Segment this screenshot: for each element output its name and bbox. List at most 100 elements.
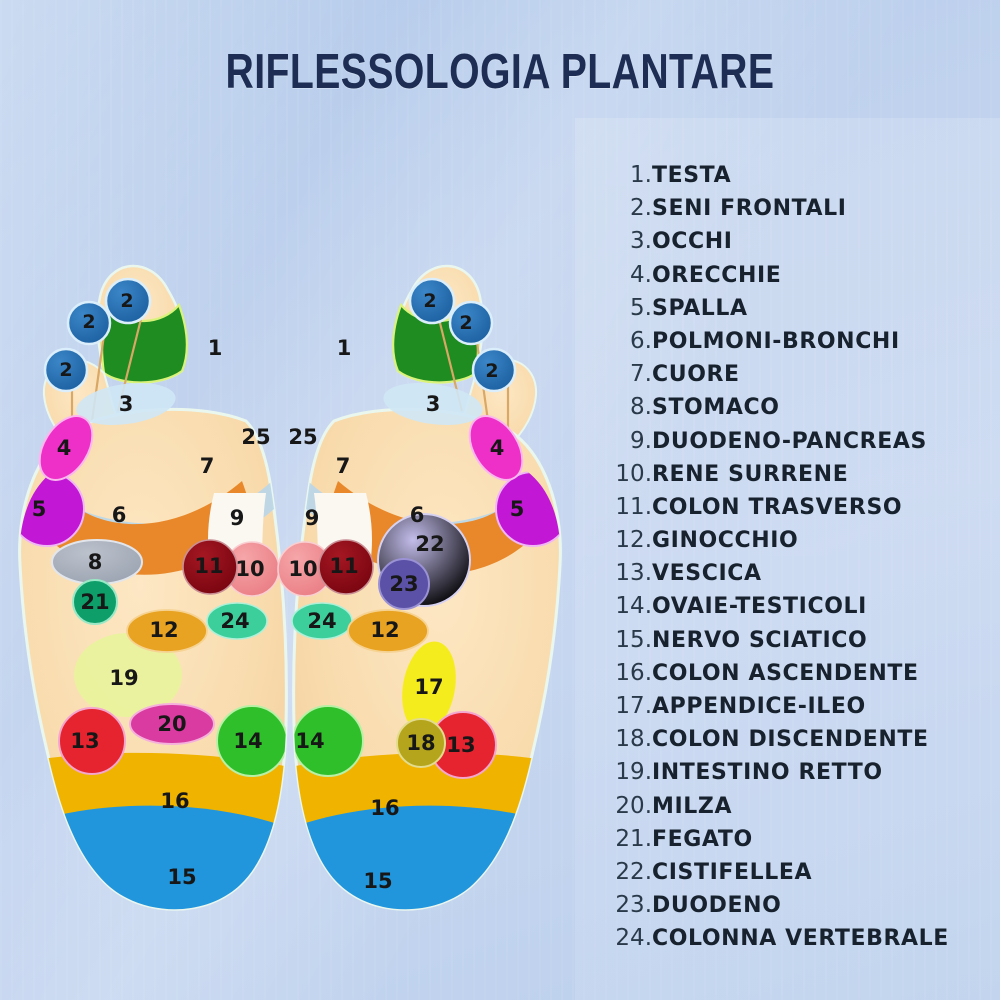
legend-item-number: 2. <box>630 195 652 222</box>
legend-item-label: OVAIE-TESTICOLI <box>652 594 867 620</box>
legend-item[interactable]: 11.COLON TRASVERSO <box>600 494 995 527</box>
legend-item-label: APPENDICE-ILEO <box>652 694 866 719</box>
foot-diagram-svg <box>18 264 562 911</box>
legend-item-number: 24. <box>615 925 652 952</box>
legend-item-label: DUODENO <box>652 893 782 919</box>
legend-item[interactable]: 5.SPALLA <box>600 295 995 328</box>
legend-item-number: 9. <box>630 427 652 454</box>
right-eye-zone <box>383 383 483 425</box>
legend-item[interactable]: 13.VESCICA <box>600 560 995 593</box>
legend-item[interactable]: 20.MILZA <box>600 793 995 826</box>
legend-item-number: 20. <box>615 792 652 819</box>
legend-item-number: 15. <box>615 626 652 653</box>
legend-item-label: OCCHI <box>652 229 733 255</box>
legend-item-label: INTESTINO RETTO <box>652 760 883 786</box>
right-spine-zone <box>291 602 353 640</box>
legend-item-number: 21. <box>615 825 652 852</box>
right-ovary-zone <box>293 705 364 777</box>
left-sinus-zone-1 <box>104 277 152 325</box>
legend-item[interactable]: 7.CUORE <box>600 361 995 394</box>
legend-item-label: MILZA <box>652 793 733 819</box>
legend-item-number: 6. <box>630 327 652 354</box>
legend-item[interactable]: 16.COLON ASCENDENTE <box>600 660 995 693</box>
legend-item[interactable]: 10.RENE SURRENE <box>600 461 995 494</box>
legend-item-label: NERVO SCIATICO <box>652 627 868 653</box>
legend-item-number: 4. <box>630 261 652 288</box>
legend-item[interactable]: 24.COLONNA VERTEBRALE <box>600 925 995 958</box>
legend-item[interactable]: 1.TESTA <box>600 162 995 195</box>
legend-item-number: 12. <box>615 527 652 554</box>
legend-item-number: 14. <box>615 593 652 620</box>
legend-item-label: GINOCCHIO <box>652 528 799 554</box>
legend-item-number: 5. <box>630 294 652 321</box>
right-sinus-zone-1 <box>408 277 456 325</box>
legend-item[interactable]: 4.ORECCHIE <box>600 262 995 295</box>
legend-item[interactable]: 2.SENI FRONTALI <box>600 195 995 228</box>
legend-item-number: 11. <box>615 493 652 520</box>
legend-item[interactable]: 6.POLMONI-BRONCHI <box>600 328 995 361</box>
legend-item[interactable]: 23.DUODENO <box>600 892 995 925</box>
left-liver-zone <box>72 579 118 625</box>
legend-item-label: SPALLA <box>652 295 748 321</box>
legend-item-label: COLON ASCENDENTE <box>652 660 919 686</box>
legend-item-label: CUORE <box>652 362 740 388</box>
right-sinus-zone-2 <box>448 300 494 346</box>
left-sinus-zone-3 <box>43 347 89 393</box>
left-ear-zone <box>38 415 94 481</box>
left-head-zone <box>100 302 188 384</box>
right-appendix-zone <box>402 641 456 733</box>
right-duodeno-point-zone <box>378 558 430 610</box>
legend-item-label: POLMONI-BRONCHI <box>652 328 900 354</box>
legend-item-label: VESCICA <box>652 561 762 587</box>
legend-item[interactable]: 3.OCCHI <box>600 228 995 261</box>
legend-item[interactable]: 14.OVAIE-TESTICOLI <box>600 593 995 626</box>
right-shoulder-zone <box>495 471 561 547</box>
legend-item-label: COLONNA VERTEBRALE <box>652 926 949 952</box>
legend-item-label: COLON DISCENDENTE <box>652 727 929 753</box>
legend-item-number: 18. <box>615 726 652 753</box>
right-sciatic-zone <box>293 805 560 910</box>
right-colon-trasverso-zone <box>318 539 374 595</box>
right-knee-zone <box>347 609 429 653</box>
legend-item-number: 3. <box>630 228 652 255</box>
left-stomach-zone <box>51 539 143 585</box>
page-title: RIFLESSOLOGIA PLANTARE <box>225 45 775 99</box>
legend-item[interactable]: 22.CISTIFELLEA <box>600 859 995 892</box>
left-foot <box>18 264 288 911</box>
legend-item-number: 23. <box>615 892 652 919</box>
legend-item[interactable]: 8.STOMACO <box>600 394 995 427</box>
right-sinus-zone-3 <box>471 347 517 393</box>
left-rectum-zone <box>74 633 182 717</box>
legend-item-label: STOMACO <box>652 395 780 421</box>
legend-item-number: 16. <box>615 659 652 686</box>
legend-item[interactable]: 12.GINOCCHIO <box>600 527 995 560</box>
legend-item-number: 1. <box>630 162 652 188</box>
legend-item-label: COLON TRASVERSO <box>652 494 903 520</box>
legend-item-number: 7. <box>630 361 652 388</box>
legend-item-label: CISTIFELLEA <box>652 859 813 885</box>
legend-item-label: TESTA <box>652 163 732 188</box>
legend-item[interactable]: 17.APPENDICE-ILEO <box>600 693 995 726</box>
legend-item[interactable]: 15.NERVO SCIATICO <box>600 627 995 660</box>
legend-item-number: 22. <box>615 858 652 885</box>
legend-item[interactable]: 18.COLON DISCENDENTE <box>600 726 995 759</box>
legend-item-label: SENI FRONTALI <box>652 196 847 222</box>
left-spleen-zone <box>129 703 215 745</box>
left-shoulder-zone <box>19 471 85 547</box>
left-sciatic-zone <box>20 805 287 910</box>
legend-item-number: 10. <box>615 460 652 487</box>
right-ear-zone <box>468 415 524 481</box>
left-spine-zone <box>206 602 268 640</box>
legend-item-label: DUODENO-PANCREAS <box>652 428 927 454</box>
legend-item[interactable]: 19.INTESTINO RETTO <box>600 759 995 792</box>
left-bladder-zone <box>58 707 126 775</box>
legend-item[interactable]: 21.FEGATO <box>600 826 995 859</box>
legend-item-label: ORECCHIE <box>652 262 782 288</box>
right-colon-discendente-zone <box>396 718 446 768</box>
legend-item[interactable]: 9.DUODENO-PANCREAS <box>600 428 995 461</box>
right-foot <box>277 264 562 911</box>
legend-item-label: RENE SURRENE <box>652 461 849 487</box>
